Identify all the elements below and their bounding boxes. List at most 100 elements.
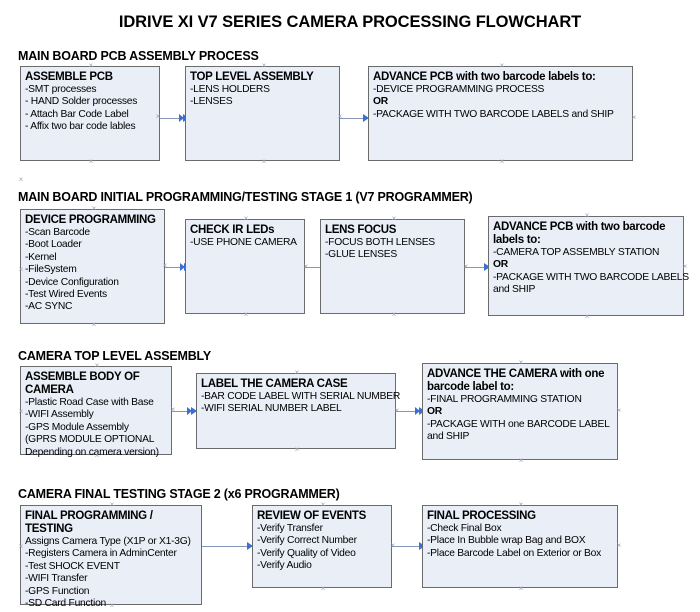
node-line: -FileSystem xyxy=(25,264,77,276)
connection-handle-top xyxy=(294,370,300,376)
node-line: -Kernel xyxy=(25,251,57,263)
node-title: TOP LEVEL ASSEMBLY xyxy=(190,71,314,83)
connection-handle-bottom xyxy=(499,159,505,165)
node-final-programming-testing[interactable]: FINAL PROGRAMMING / TESTING Assigns Came… xyxy=(20,502,202,609)
node-line: and SHIP xyxy=(493,284,536,296)
arrowhead-icon xyxy=(179,114,184,122)
connection-handle-right xyxy=(616,408,622,414)
node-content: ASSEMBLE BODY OF CAMERA -Plastic Road Ca… xyxy=(21,367,171,461)
node-line: -PACKAGE WITH TWO BARCODE LABELS and SHI… xyxy=(373,108,614,120)
connector-label-case-to-advance-camera xyxy=(396,407,425,415)
node-content: DEVICE PROGRAMMING -Scan Barcode -Boot L… xyxy=(21,210,164,316)
node-device-programming[interactable]: DEVICE PROGRAMMING -Scan Barcode -Boot L… xyxy=(20,209,165,324)
node-line: -FOCUS BOTH LENSES xyxy=(325,237,435,248)
connection-handle-bottom xyxy=(91,322,97,328)
connection-handle-right xyxy=(616,543,622,549)
node-review-of-events[interactable]: REVIEW OF EVENTS -Verify Transfer -Verif… xyxy=(252,505,392,588)
connector-assemble-body-to-label-case xyxy=(172,407,197,415)
arrowhead-icon xyxy=(247,542,253,550)
node-check-ir-leds[interactable]: CHECK IR LEDs -USE PHONE CAMERA xyxy=(185,219,305,314)
node-line: -DEVICE PROGRAMMING PROCESS xyxy=(373,84,545,95)
connection-handle xyxy=(170,407,176,413)
node-line: -Scan Barcode xyxy=(25,227,90,238)
node-line: Depending on camera version) xyxy=(25,446,159,458)
connector-line xyxy=(340,117,368,119)
node-title: CHECK IR LEDs xyxy=(190,224,275,236)
node-line: - HAND Solder processes xyxy=(25,96,138,108)
arrowhead-icon xyxy=(484,263,490,271)
node-assemble-body-of-camera[interactable]: ASSEMBLE BODY OF CAMERA -Plastic Road Ca… xyxy=(18,366,172,458)
connector-line xyxy=(202,545,252,547)
node-line: -AC SYNC xyxy=(25,301,73,313)
node-advance-pcb-to-camera-top[interactable]: ADVANCE PCB with two barcode labels to: … xyxy=(488,213,689,316)
node-content: LABEL THE CAMERA CASE -BAR CODE LABEL WI… xyxy=(197,374,401,418)
node-line: -FINAL PROGRAMMING STATION xyxy=(427,394,582,405)
node-line: -WIFI Transfer xyxy=(25,573,88,585)
connector-line xyxy=(392,545,424,547)
connector-review-to-final-processing xyxy=(392,542,425,550)
node-line: Assigns Camera Type (X1P or X1-3G) xyxy=(25,536,191,547)
node-line: -Test Wired Events xyxy=(25,289,107,301)
connection-handle-left xyxy=(18,409,24,415)
node-final-processing[interactable]: FINAL PROCESSING -Check Final Box -Place… xyxy=(422,505,618,588)
connector-line xyxy=(305,266,329,268)
section-header-main-board-pcb-assembly: MAIN BOARD PCB ASSEMBLY PROCESS xyxy=(18,49,259,63)
node-line: -CAMERA TOP ASSEMBLY STATION xyxy=(493,247,660,258)
node-advance-pcb-two-barcode[interactable]: ADVANCE PCB with two barcode labels to: … xyxy=(368,66,633,161)
node-content: ASSEMBLE PCB -SMT processes - HAND Solde… xyxy=(21,67,159,136)
connection-handle-bottom xyxy=(88,159,94,165)
node-line: -LENS HOLDERS xyxy=(190,84,270,95)
connection-handle-bottom xyxy=(584,314,590,320)
node-line: -Verify Correct Number xyxy=(257,535,357,547)
connection-handle-top xyxy=(109,502,115,508)
node-line: -SD Card Function xyxy=(25,598,107,610)
node-content: FINAL PROGRAMMING / TESTING Assigns Came… xyxy=(21,506,201,612)
node-content: CHECK IR LEDs -USE PHONE CAMERA xyxy=(186,220,304,251)
node-content: ADVANCE PCB with two barcode labels to: … xyxy=(489,217,689,299)
connection-handle-top xyxy=(88,63,94,69)
node-line: -GPS Function xyxy=(25,585,90,597)
section-header-camera-top-level-assembly: CAMERA TOP LEVEL ASSEMBLY xyxy=(18,349,211,363)
node-top-level-assembly[interactable]: TOP LEVEL ASSEMBLY -LENS HOLDERS -LENSES xyxy=(185,66,340,161)
connector-line xyxy=(396,410,424,412)
connection-handle xyxy=(155,114,161,120)
arrowhead-icon xyxy=(187,407,192,415)
connection-handle-bottom xyxy=(109,603,115,609)
connection-handle-left xyxy=(18,177,24,183)
node-line: - Attach Bar Code Label xyxy=(25,108,129,120)
connection-handle-top xyxy=(261,63,267,69)
node-title: ADVANCE PCB with two barcode labels to: xyxy=(373,71,596,83)
node-line: -Boot Loader xyxy=(25,239,82,251)
node-line: -Check Final Box xyxy=(427,523,502,534)
arrowhead-icon xyxy=(415,407,420,415)
connection-handle-bottom xyxy=(294,447,300,453)
node-line: -Verify Transfer xyxy=(257,523,323,534)
node-content: FINAL PROCESSING -Check Final Box -Place… xyxy=(423,506,617,562)
node-line: -PACKAGE WITH TWO BARCODE LABELS xyxy=(493,271,689,283)
connection-handle-top xyxy=(243,216,249,222)
node-title: LENS FOCUS xyxy=(325,224,397,236)
connection-handle-top xyxy=(584,213,590,219)
node-line: -GLUE LENSES xyxy=(325,249,397,261)
node-line: -Device Configuration xyxy=(25,276,119,288)
node-title: ASSEMBLE PCB xyxy=(25,71,113,83)
node-lens-focus[interactable]: LENS FOCUS -FOCUS BOTH LENSES -GLUE LENS… xyxy=(320,219,465,314)
connection-handle-right xyxy=(631,115,637,121)
node-assemble-pcb[interactable]: ASSEMBLE PCB -SMT processes - HAND Solde… xyxy=(20,66,160,161)
node-line: -Verify Audio xyxy=(257,560,312,572)
node-line: -Registers Camera in AdminCenter xyxy=(25,548,177,560)
node-advance-the-camera[interactable]: ADVANCE THE CAMERA with one barcode labe… xyxy=(422,363,618,460)
node-line: -BAR CODE LABEL WITH SERIAL NUMBER xyxy=(201,391,401,402)
node-line: -Plastic Road Case with Base xyxy=(25,397,154,408)
node-line: -SMT processes xyxy=(25,84,97,95)
section-header-main-board-initial-programming: MAIN BOARD INITIAL PROGRAMMING/TESTING S… xyxy=(18,190,473,204)
node-label-the-camera-case[interactable]: LABEL THE CAMERA CASE -BAR CODE LABEL WI… xyxy=(196,370,401,449)
node-title: ADVANCE THE CAMERA with one barcode labe… xyxy=(427,368,605,393)
arrowhead-icon xyxy=(180,263,185,271)
node-content: LENS FOCUS -FOCUS BOTH LENSES -GLUE LENS… xyxy=(321,220,464,264)
connection-handle-bottom xyxy=(94,453,100,459)
connection-handle-top xyxy=(518,502,524,508)
node-line: OR xyxy=(427,406,442,418)
node-line: -Place Barcode Label on Exterior or Box xyxy=(427,547,601,559)
